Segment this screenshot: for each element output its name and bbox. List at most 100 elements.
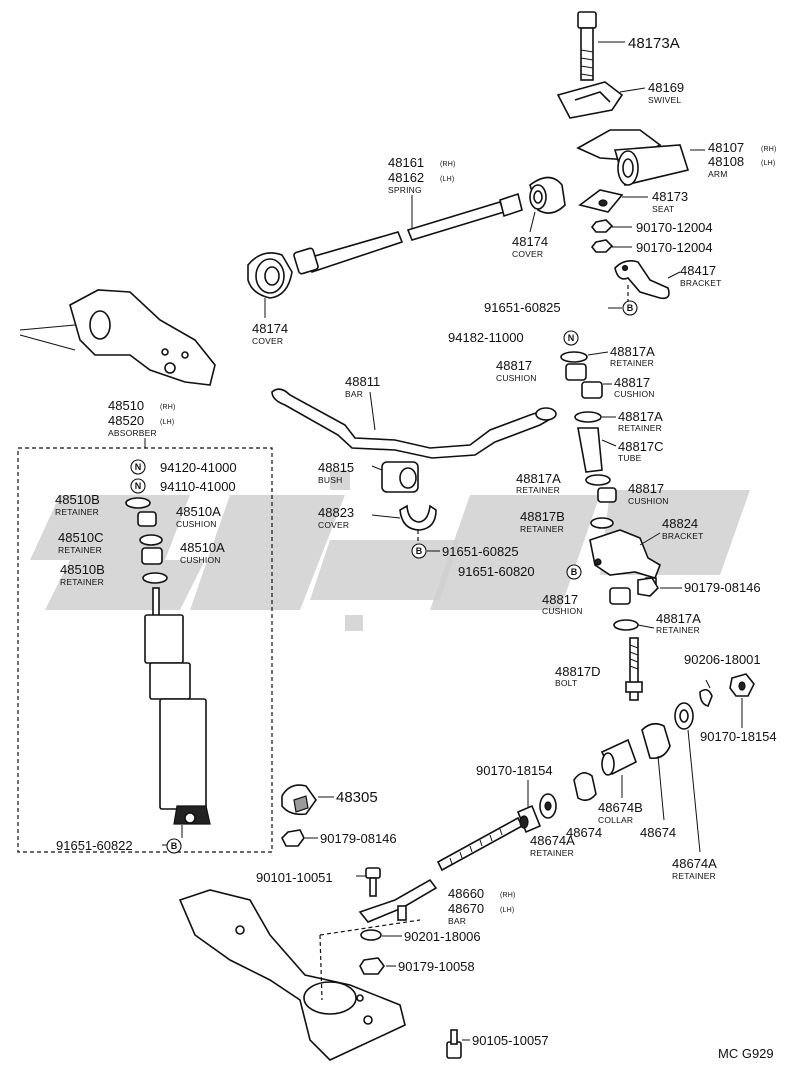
- label-48817a-2: 48817A: [618, 409, 663, 424]
- symbol-n-icon: [130, 459, 146, 475]
- label-48670: 48670: [448, 901, 484, 916]
- svg-text:BAR: BAR: [448, 916, 466, 926]
- swivel-icon: [556, 81, 646, 119]
- label-48817b: 48817B: [520, 509, 565, 524]
- label-48169: 48169: [648, 80, 684, 95]
- label-48510a-2: 48510A: [180, 540, 225, 555]
- symbol-b-icon: [166, 838, 182, 854]
- bolt-icon: [356, 867, 381, 897]
- symbol-n-icon: [563, 330, 579, 346]
- cover-right-icon: [529, 176, 566, 233]
- svg-text:COVER: COVER: [318, 520, 349, 530]
- label-48817-2: 48817: [614, 375, 650, 390]
- label-91651-60820: 91651-60820: [458, 564, 535, 579]
- stabilizer-bar-icon: [271, 388, 557, 459]
- svg-text:COLLAR: COLLAR: [598, 815, 633, 825]
- label-48815: 48815: [318, 460, 354, 475]
- svg-text:RETAINER: RETAINER: [530, 848, 574, 858]
- svg-text:B: B: [171, 841, 178, 851]
- label-90206-18001: 90206-18001: [684, 652, 761, 667]
- svg-text:CUSHION: CUSHION: [628, 496, 669, 506]
- label-48510b-1: 48510B: [55, 492, 100, 507]
- label-48510c: 48510C: [58, 530, 104, 545]
- label-48674b: 48674B: [598, 800, 643, 815]
- lower-frame-icon: [178, 889, 406, 1061]
- label-48817-1: 48817: [496, 358, 532, 373]
- label-48674-2: 48674: [640, 825, 676, 840]
- label-48823: 48823: [318, 505, 354, 520]
- svg-text:N: N: [568, 333, 575, 343]
- label-48107: 48107: [708, 140, 744, 155]
- svg-text:(LH): (LH): [440, 176, 454, 183]
- svg-text:RETAINER: RETAINER: [55, 507, 99, 517]
- label-90201-18006: 90201-18006: [404, 929, 481, 944]
- label-48417: 48417: [680, 263, 716, 278]
- label-94120-41000: 94120-41000: [160, 460, 237, 475]
- diagram-code: MC G929: [718, 1046, 774, 1061]
- svg-text:RETAINER: RETAINER: [618, 423, 662, 433]
- arm-icon: [576, 129, 705, 186]
- label-48510: 48510: [108, 398, 144, 413]
- label-90170-18154-b: 90170-18154: [700, 729, 777, 744]
- svg-text:B: B: [571, 567, 578, 577]
- svg-text:(LH): (LH): [160, 419, 174, 426]
- svg-text:CUSHION: CUSHION: [176, 519, 217, 529]
- label-90170-12004-b: 90170-12004: [636, 240, 713, 255]
- svg-text:(RH): (RH): [160, 404, 176, 411]
- label-91651-60825-b: 91651-60825: [442, 544, 519, 559]
- label-cover-a: COVER: [252, 336, 283, 346]
- absorber-group-box: [17, 447, 273, 853]
- svg-text:CUSHION: CUSHION: [614, 389, 655, 399]
- svg-text:BUSH: BUSH: [318, 475, 342, 485]
- svg-text:N: N: [135, 481, 142, 491]
- strut-bar-icon: [436, 793, 557, 872]
- strut-end-icon: [319, 878, 438, 936]
- svg-text:B: B: [416, 546, 423, 556]
- retainer-stack-icon: [560, 351, 617, 529]
- label-48811: 48811: [345, 374, 380, 389]
- stabilizer-cover-icon: [371, 504, 437, 542]
- symbol-b-icon: [622, 300, 638, 316]
- label-48162: 48162: [388, 170, 424, 185]
- bolt-48817d-icon: [625, 637, 643, 701]
- label-90170-12004-a: 90170-12004: [636, 220, 713, 235]
- label-48108: 48108: [708, 154, 744, 169]
- label-swivel: SWIVEL: [648, 95, 681, 105]
- label-48817c: 48817C: [618, 439, 664, 454]
- svg-text:(LH): (LH): [500, 907, 514, 914]
- torsion-spring-icon: [293, 192, 523, 275]
- label-48510b-2: 48510B: [60, 562, 105, 577]
- svg-text:RETAINER: RETAINER: [610, 358, 654, 368]
- label-90179-08146-a: 90179-08146: [684, 580, 761, 595]
- label-spring: SPRING: [388, 185, 422, 195]
- label-48674a-2: 48674A: [672, 856, 717, 871]
- svg-text:RETAINER: RETAINER: [520, 524, 564, 534]
- frame-section-icon: [19, 289, 216, 386]
- label-90179-10058: 90179-10058: [398, 959, 475, 974]
- collar-bushing-icon: [573, 702, 701, 853]
- label-48674a-1: 48674A: [530, 833, 575, 848]
- svg-text:CUSHION: CUSHION: [542, 606, 583, 616]
- label-seat: SEAT: [652, 204, 674, 214]
- bump-stopper-icon: [281, 784, 334, 816]
- label-48173a: 48173A: [628, 35, 680, 52]
- nut-icon: [359, 957, 385, 975]
- svg-text:B: B: [627, 303, 634, 313]
- label-bracket-1: BRACKET: [680, 278, 722, 288]
- label-48674-1: 48674: [566, 825, 602, 840]
- nut-icon: [637, 577, 660, 597]
- label-48520: 48520: [108, 413, 144, 428]
- label-48510a-1: 48510A: [176, 504, 221, 519]
- label-48161: 48161: [388, 155, 424, 170]
- svg-text:BOLT: BOLT: [555, 678, 577, 688]
- label-absorber: ABSORBER: [108, 428, 157, 438]
- lock-washer-icon: [699, 679, 713, 707]
- label-90101-10051: 90101-10051: [256, 870, 333, 885]
- svg-text:BRACKET: BRACKET: [662, 531, 704, 541]
- label-94110-41000: 94110-41000: [160, 479, 236, 494]
- svg-text:CUSHION: CUSHION: [496, 373, 537, 383]
- label-48817d: 48817D: [555, 664, 601, 679]
- nut-icon: [281, 829, 305, 847]
- label-cover-b: COVER: [512, 249, 543, 259]
